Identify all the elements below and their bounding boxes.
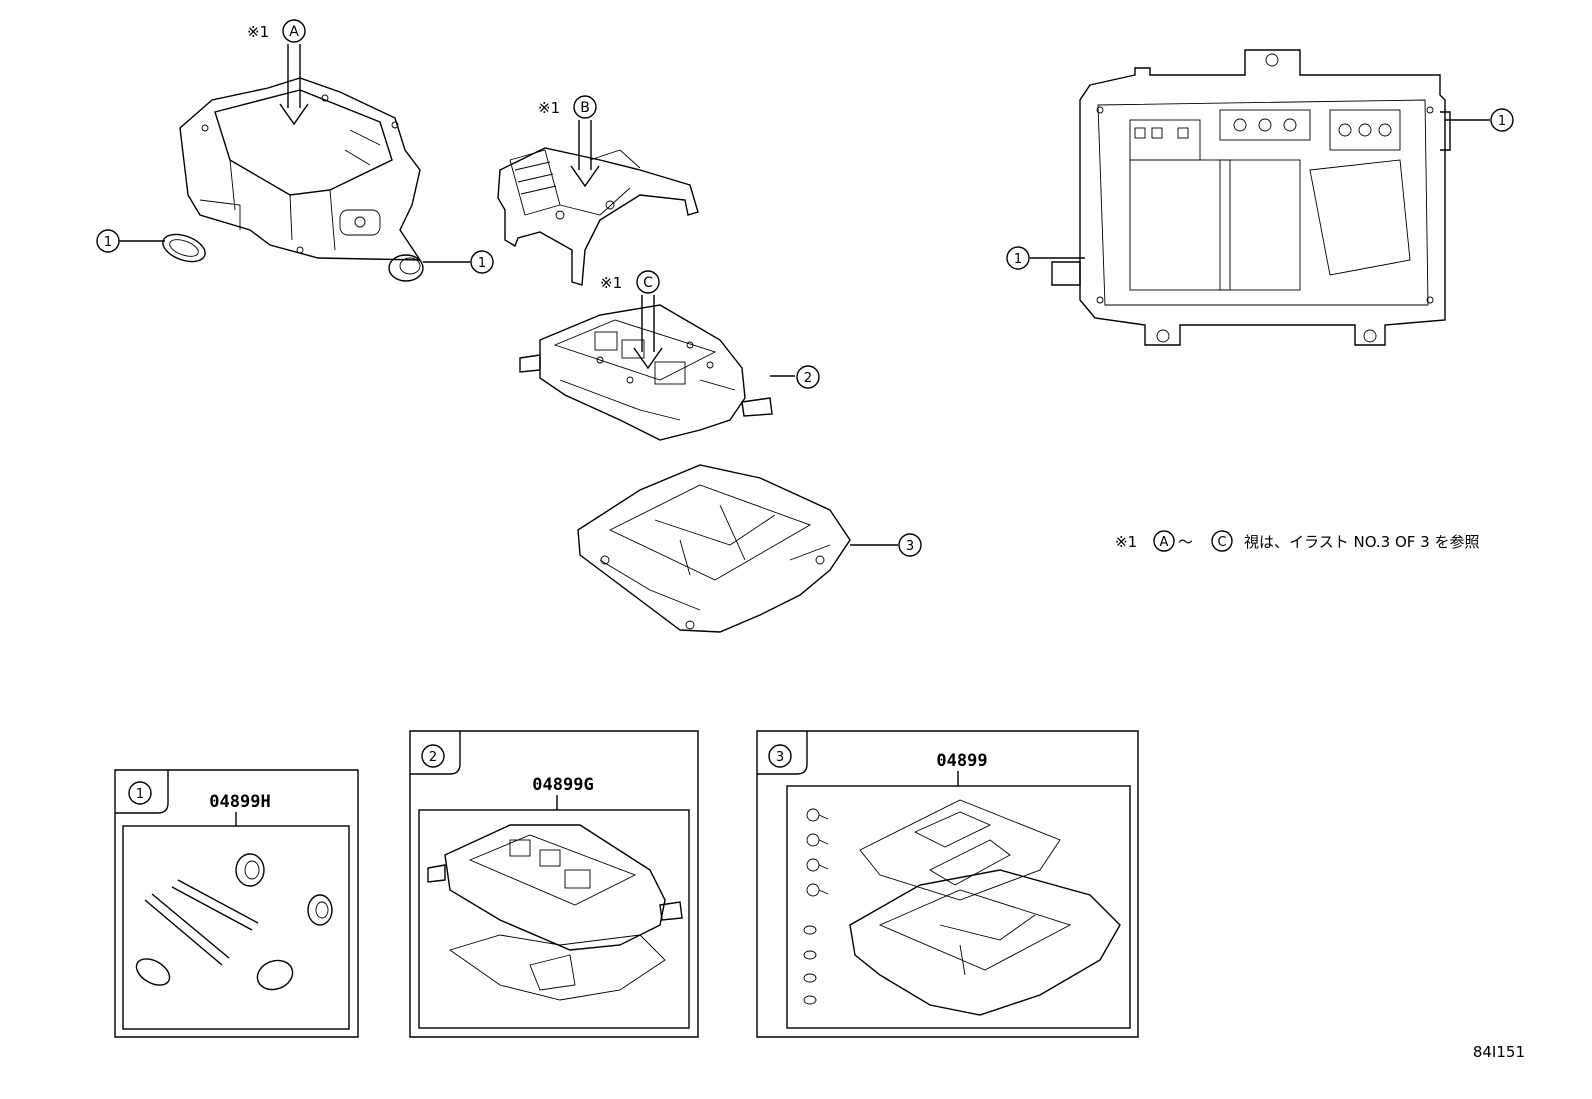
kit-2-number: 2 xyxy=(429,750,437,765)
ref-mark-b: ※1 xyxy=(538,99,560,117)
kit-3-part-no: 04899 xyxy=(936,751,987,771)
ref-mark-c: ※1 xyxy=(600,274,622,292)
kit-3-number: 3 xyxy=(776,750,784,765)
view-b-callout: ※1 B xyxy=(538,95,600,188)
item-1-label-d: 1 xyxy=(1014,252,1022,267)
view-a-label: A xyxy=(289,24,299,40)
ref-mark-a: ※1 xyxy=(247,23,269,41)
kit-box-3: 3 04899 xyxy=(756,730,1139,1038)
item-1-label-c: 1 xyxy=(1498,114,1506,129)
seal-right: 1 xyxy=(388,250,494,282)
kit-3-contents xyxy=(803,799,1121,1016)
view-a-callout: ※1 A xyxy=(247,19,309,126)
kit-box-2: 2 04899G xyxy=(409,730,699,1038)
item-1-callout-right: 1 xyxy=(1490,108,1514,132)
note-text: 視は、イラスト NO.3 OF 3 を参照 xyxy=(1244,533,1479,551)
reference-note: ※1 A ～ C 視は、イラスト NO.3 OF 3 を参照 xyxy=(1115,530,1479,552)
item-3-label: 3 xyxy=(906,539,914,554)
note-mark: ※1 xyxy=(1115,533,1137,551)
note-from: A xyxy=(1160,535,1169,550)
view-b-label: B xyxy=(580,100,590,116)
view-c-label: C xyxy=(643,275,653,291)
kit-2-part-no: 04899G xyxy=(532,775,593,795)
kit-1-number: 1 xyxy=(136,787,144,802)
item-3-callout: 3 xyxy=(898,533,922,557)
control-board-illustration xyxy=(519,304,795,441)
kit-1-contents xyxy=(135,853,333,991)
view-a-circle xyxy=(282,19,306,43)
note-to: C xyxy=(1217,535,1226,550)
kit-1-part-no: 04899H xyxy=(209,792,270,812)
item-2-label: 2 xyxy=(804,371,812,386)
view-c-callout: ※1 C xyxy=(600,270,663,370)
note-tilde: ～ xyxy=(1178,533,1193,551)
inverter-top-view xyxy=(1030,49,1490,346)
kit-box-1: 1 04899H xyxy=(114,769,359,1038)
frame-illustration xyxy=(577,464,898,633)
item-1-callout-left: 1 xyxy=(1006,246,1030,270)
item-2-callout: 2 xyxy=(796,365,820,389)
figure-id: 84I151 xyxy=(1473,1043,1525,1061)
kit-2-contents xyxy=(427,824,683,1001)
inverter-cover-illustration xyxy=(179,77,422,261)
seal-left: 1 xyxy=(96,229,206,263)
bracket-illustration xyxy=(497,147,699,286)
item-1-label-a: 1 xyxy=(104,235,112,250)
item-1-label-b: 1 xyxy=(478,256,486,271)
